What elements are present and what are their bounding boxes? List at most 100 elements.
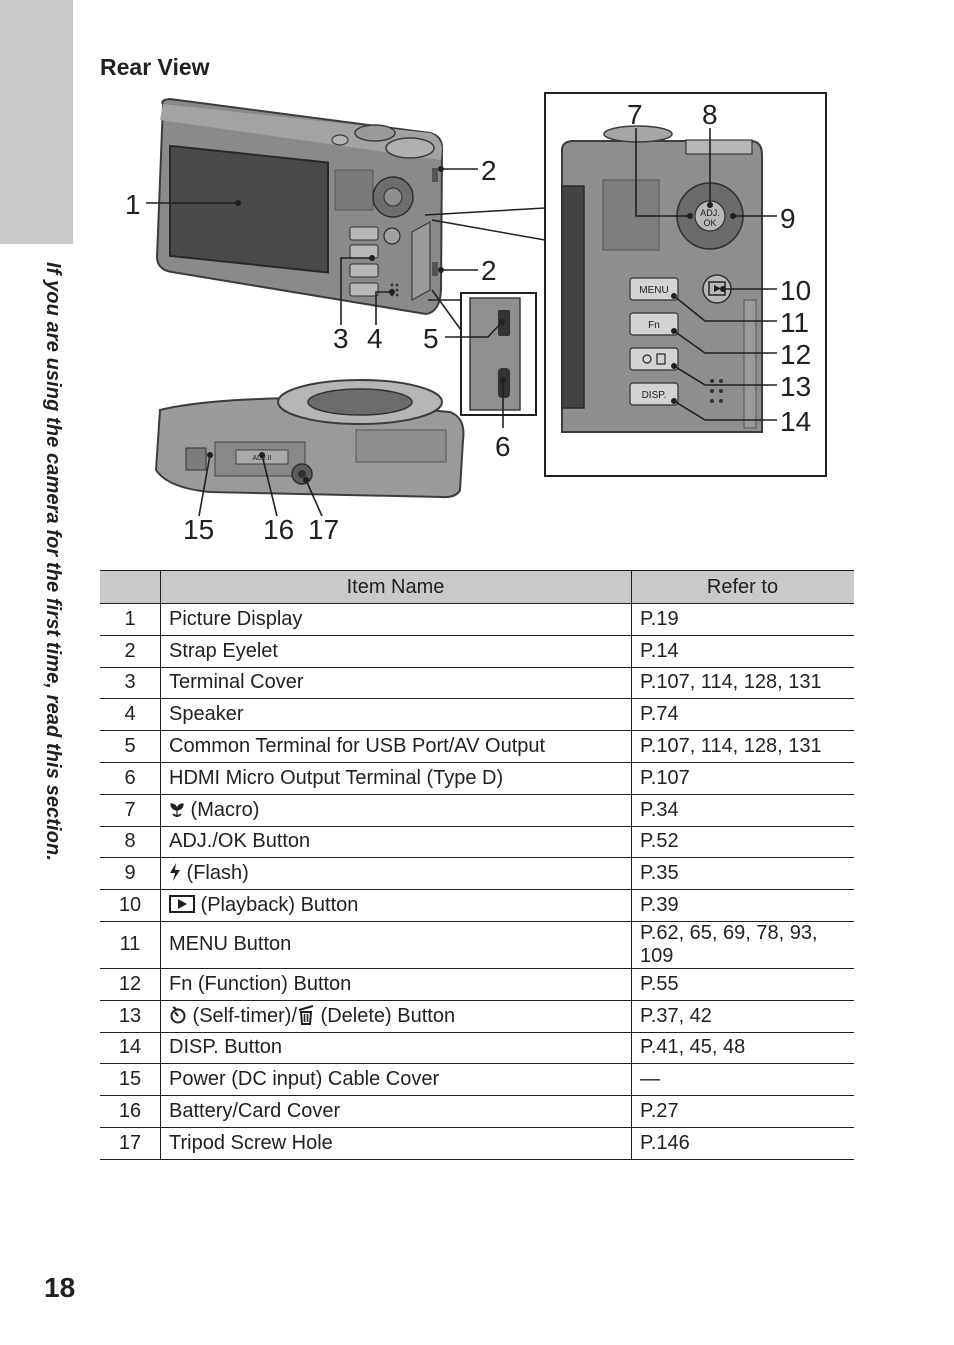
table-row: 7 (Macro)P.34	[100, 794, 854, 827]
row-item-name: Battery/Card Cover	[160, 1095, 632, 1128]
disp-label: DISP.	[642, 390, 667, 401]
item-name-text: Tripod Screw Hole	[169, 1131, 333, 1154]
row-page-reference: P.107	[631, 762, 854, 795]
fn-button	[629, 312, 679, 336]
row-number: 16	[100, 1095, 161, 1128]
row-item-name: Fn (Function) Button	[160, 968, 632, 1001]
row-page-reference: P.41, 45, 48	[631, 1032, 854, 1065]
callout-14: 14	[780, 406, 811, 437]
row-page-reference: P.74	[631, 698, 854, 732]
menu-button	[629, 277, 679, 301]
row-page-reference: P.107, 114, 128, 131	[631, 667, 854, 700]
callout-6: 6	[495, 431, 511, 462]
page-number: 18	[44, 1272, 76, 1303]
row-page-reference: P.39	[631, 889, 854, 922]
leader-lines	[146, 128, 777, 517]
trash-icon	[297, 1004, 315, 1027]
leader-dots	[207, 166, 736, 483]
item-name-text: Power (DC input) Cable Cover	[169, 1068, 440, 1091]
picture-display	[169, 144, 329, 274]
callout-3: 3	[333, 323, 349, 354]
callout-5: 5	[423, 323, 439, 354]
callout-15: 15	[183, 514, 214, 545]
item-name-text: (Playback) Button	[195, 894, 359, 917]
row-page-reference: P.34	[631, 794, 854, 827]
ok-label: OK	[703, 218, 716, 228]
row-number: 11	[100, 921, 161, 969]
row-item-name: Tripod Screw Hole	[160, 1127, 632, 1160]
item-name-text: Terminal Cover	[169, 671, 304, 694]
row-number: 12	[100, 968, 161, 1001]
item-name-text: Strap Eyelet	[169, 639, 278, 662]
camera-rear-view-diagram: ADJ.II ADJ. OK MENU Fn DISP.	[125, 92, 827, 545]
item-name-text: ADJ./OK Button	[169, 830, 311, 853]
row-item-name: Power (DC input) Cable Cover	[160, 1063, 632, 1097]
row-page-reference: P.27	[631, 1095, 854, 1128]
row-page-reference: P.19	[631, 603, 854, 636]
callout-7: 7	[627, 99, 643, 130]
table-row: 9 (Flash)P.35	[100, 857, 854, 891]
flash-icon	[169, 862, 181, 884]
row-page-reference: P.37, 42	[631, 1000, 854, 1033]
section-title: Rear View	[100, 54, 210, 80]
self-timer-delete-button	[629, 347, 679, 371]
row-item-name: (Self-timer)/ (Delete) Button	[160, 1000, 632, 1033]
callout-4: 4	[367, 323, 383, 354]
row-number: 9	[100, 857, 161, 891]
row-page-reference: P.52	[631, 826, 854, 859]
header-number	[100, 570, 161, 604]
callout-12: 12	[780, 339, 811, 370]
row-number: 15	[100, 1063, 161, 1097]
adj-label: ADJ.	[700, 208, 720, 218]
row-number: 6	[100, 762, 161, 795]
terminal-inset	[428, 289, 537, 416]
callout-16: 16	[263, 514, 294, 545]
row-item-name: Terminal Cover	[160, 667, 632, 700]
row-number: 8	[100, 826, 161, 859]
fn-label: Fn	[648, 320, 660, 331]
battery-cover-mark: ADJ.II	[252, 455, 271, 462]
row-item-name: (Macro)	[160, 794, 632, 827]
row-item-name: MENU Button	[160, 921, 632, 969]
item-name-text-suffix: (Delete) Button	[315, 1004, 456, 1027]
row-item-name: HDMI Micro Output Terminal (Type D)	[160, 762, 632, 795]
row-page-reference: P.107, 114, 128, 131	[631, 730, 854, 763]
item-name-text: Battery/Card Cover	[169, 1100, 341, 1123]
row-page-reference: P.35	[631, 857, 854, 891]
row-number: 17	[100, 1127, 161, 1160]
row-item-name: Picture Display	[160, 603, 632, 636]
callout-1: 1	[125, 189, 141, 220]
callout-17: 17	[308, 514, 339, 545]
table-row: 16 Battery/Card Cover P.27	[100, 1095, 854, 1128]
row-number: 2	[100, 635, 161, 668]
callout-10: 10	[780, 275, 811, 306]
item-name-text: Picture Display	[169, 607, 303, 630]
camera-rear-body	[155, 97, 444, 316]
playback-icon	[169, 894, 195, 916]
table-row: 8 ADJ./OK Button P.52	[100, 826, 854, 859]
header-refer-to: Refer to	[631, 570, 854, 604]
callout-13: 13	[780, 371, 811, 402]
row-page-reference: P.62, 65, 69, 78, 93, 109	[631, 921, 854, 969]
row-item-name: DISP. Button	[160, 1032, 632, 1065]
self-timer-icon	[169, 1005, 187, 1027]
row-page-reference: P.146	[631, 1127, 854, 1160]
section-tab	[0, 0, 73, 244]
row-page-reference: P.55	[631, 968, 854, 1001]
row-number: 7	[100, 794, 161, 827]
menu-label: MENU	[639, 285, 668, 296]
item-name-text: DISP. Button	[169, 1036, 283, 1059]
row-item-name: Strap Eyelet	[160, 635, 632, 668]
item-name-text: Common Terminal for USB Port/AV Output	[169, 735, 546, 758]
